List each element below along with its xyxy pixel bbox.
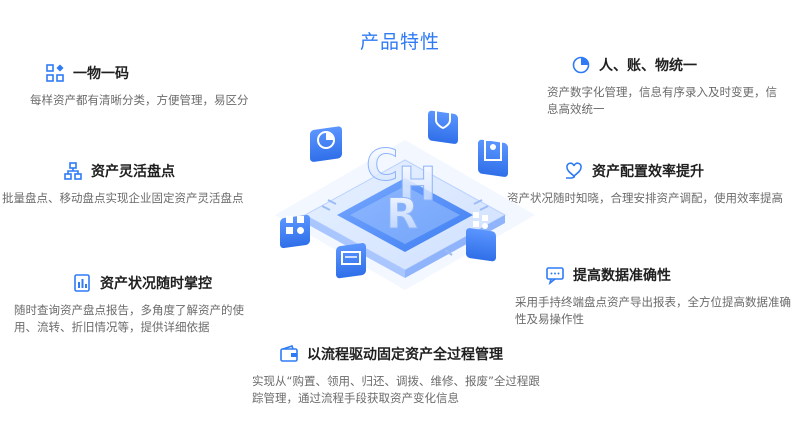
feature-description: 采用手持终端盘点资产导出报表，全方位提高数据准确性及易操作性	[515, 295, 791, 326]
feature-title: 资产配置效率提升	[592, 164, 704, 180]
tile-message	[336, 243, 366, 279]
feature-title: 人、账、物统一	[599, 58, 697, 74]
chat-bubble-icon	[545, 265, 565, 285]
feature-title: 一物一码	[73, 66, 129, 82]
feature-data-accuracy: 提高数据准确性 采用手持终端盘点资产导出报表，全方位提高数据准确性及易操作性	[515, 264, 800, 328]
feature-title: 以流程驱动固定资产全过程管理	[307, 347, 503, 363]
feature-process-driven-management: 以流程驱动固定资产全过程管理 实现从“购置、领用、归还、调拨、维修、报废”全过程…	[252, 343, 542, 407]
feature-description: 实现从“购置、领用、归还、调拨、维修、报废”全过程跟踪管理，通过流程手段获取资产…	[252, 374, 540, 405]
feature-flexible-inventory: 资产灵活盘点 批量盘点、移动盘点实现企业固定资产灵活盘点	[2, 160, 292, 207]
feature-description: 资产数字化管理，信息有序录入及时变更，信息高效统一	[547, 85, 777, 116]
feature-asset-status-control: 资产状况随时掌控 随时查询资产盘点报告，多角度了解资产的使用、流转、折旧情况等，…	[14, 272, 254, 336]
feature-one-item-one-code: 一物一码 每样资产都有清晰分类，方便管理，易区分	[30, 62, 290, 109]
pie-chart-icon	[571, 55, 591, 75]
letter-c: C	[366, 140, 398, 191]
hierarchy-icon	[63, 161, 83, 181]
tile-id-card	[478, 139, 508, 177]
feature-people-account-goods: 人、账、物统一 资产数字化管理，信息有序录入及时变更，信息高效统一	[547, 54, 787, 118]
wallet-icon	[279, 344, 299, 364]
tile-pie-chart	[310, 126, 342, 162]
document-chart-icon	[72, 273, 92, 293]
heart-hand-icon	[564, 161, 584, 181]
isometric-platform-illustration: C H R	[270, 100, 540, 310]
feature-description: 批量盘点、移动盘点实现企业固定资产灵活盘点	[2, 191, 244, 205]
feature-title: 资产状况随时掌控	[100, 276, 212, 292]
page-title: 产品特性	[359, 31, 440, 53]
feature-description: 每样资产都有清晰分类，方便管理，易区分	[30, 93, 249, 107]
letter-h: H	[398, 157, 437, 211]
letter-r: R	[386, 189, 418, 238]
feature-title: 提高数据准确性	[573, 268, 671, 284]
tile-grid	[280, 214, 310, 249]
qr-grid-icon	[45, 63, 65, 83]
feature-description: 随时查询资产盘点报告，多角度了解资产的使用、流转、折旧情况等，提供详细依据	[14, 303, 244, 334]
feature-allocation-efficiency: 资产配置效率提升 资产状况随时知晓，合理安排资产调配，使用效率提高	[507, 160, 797, 207]
feature-description: 资产状况随时知晓，合理安排资产调配，使用效率提高	[507, 191, 783, 205]
tile-shield	[428, 109, 458, 144]
feature-title: 资产灵活盘点	[91, 164, 175, 180]
tile-apps	[466, 212, 496, 262]
